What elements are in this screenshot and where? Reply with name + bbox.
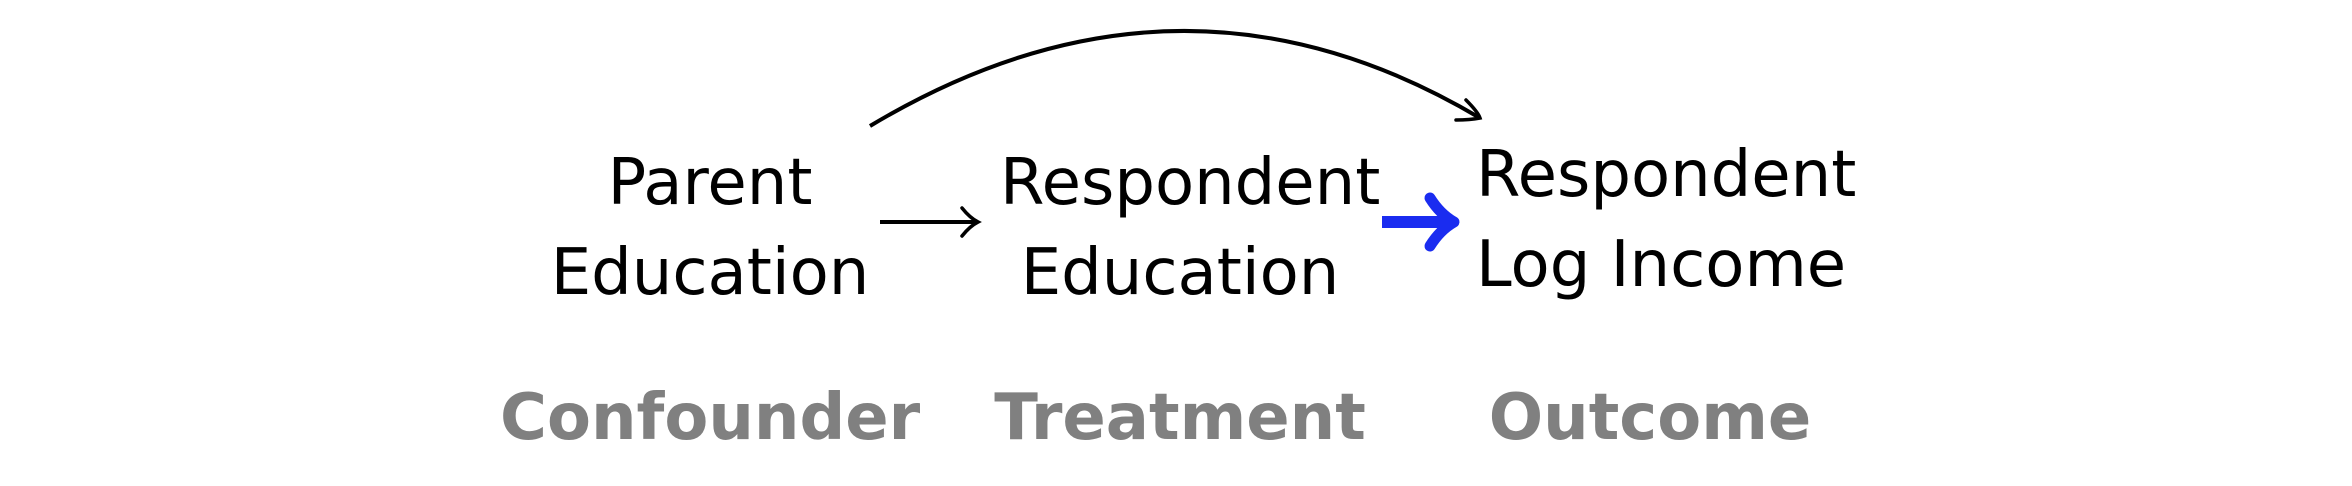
node-parent-education-line1: Parent <box>607 146 813 220</box>
node-respondent-education-line1: Respondent <box>1000 146 1381 220</box>
role-label-treatment: Treatment <box>994 381 1366 455</box>
node-respondent-log-income: Respondent Log Income <box>1476 130 1857 310</box>
edge-treatment-to-outcome-arrowhead <box>1424 192 1460 252</box>
role-label-confounder: Confounder <box>500 381 921 455</box>
node-parent-education-line2: Education <box>550 236 870 310</box>
node-respondent-log-income-line2: Log Income <box>1476 228 1847 302</box>
role-label-outcome: Outcome <box>1488 381 1812 455</box>
node-respondent-log-income-line1: Respondent <box>1476 138 1857 212</box>
edge-confounder-to-outcome-arrowhead <box>1454 98 1483 122</box>
node-respondent-education: Respondent Education <box>1000 138 1381 318</box>
node-respondent-education-line2: Education <box>1020 236 1340 310</box>
edge-confounder-to-treatment-arrowhead <box>960 206 982 238</box>
node-parent-education: Parent Education <box>540 138 880 318</box>
edge-confounder-to-outcome <box>868 28 1482 128</box>
